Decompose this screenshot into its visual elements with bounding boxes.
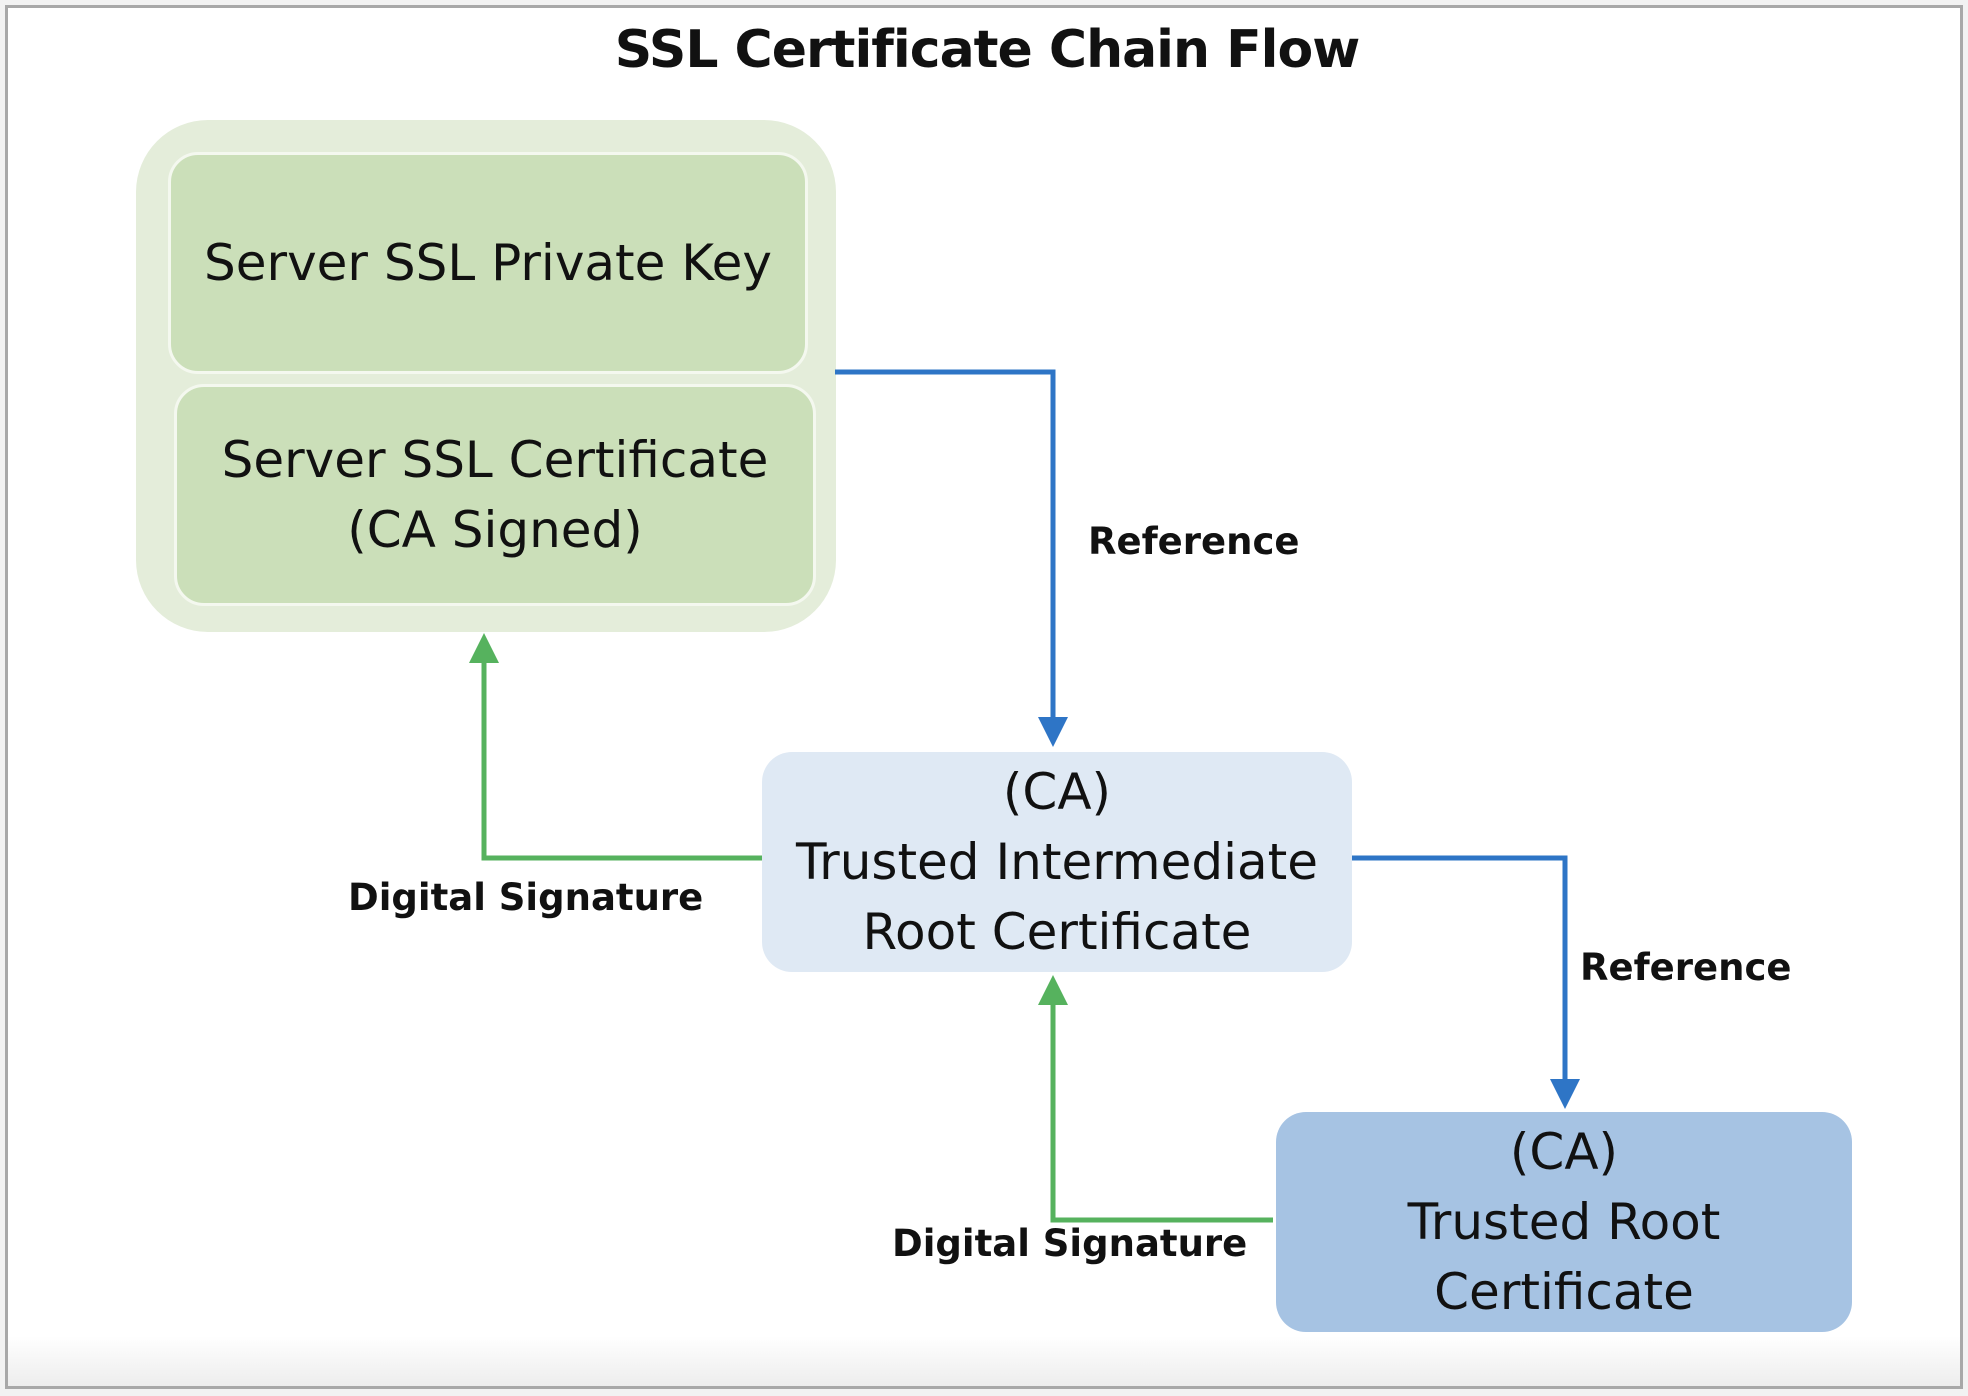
- intermediate-label-line3: Root Certificate: [862, 903, 1252, 961]
- intermediate-label-line2: Trusted Intermediate: [795, 833, 1319, 891]
- root-label-line1: (CA): [1509, 1123, 1619, 1181]
- root-label-line3: Certificate: [1434, 1263, 1694, 1321]
- reference-arrow-intermediate-to-root: [1352, 855, 1580, 1109]
- diagram-title: SSL Certificate Chain Flow: [614, 20, 1360, 80]
- signature-arrow-intermediate-to-server: [469, 633, 762, 861]
- signature-arrow-root-to-intermediate: [1038, 975, 1273, 1223]
- server-private-key-label: Server SSL Private Key: [204, 234, 772, 292]
- connectors: [469, 369, 1580, 1223]
- digital-signature-label-2: Digital Signature: [892, 1222, 1248, 1265]
- reference-label-1: Reference: [1088, 520, 1300, 563]
- bottom-shade: [8, 1336, 1960, 1386]
- intermediate-label-line1: (CA): [1002, 763, 1112, 821]
- server-certificate-node: Server SSL Certificate (CA Signed): [174, 384, 816, 606]
- server-private-key-node: Server SSL Private Key: [168, 152, 808, 374]
- diagram-frame: SSL Certificate Chain Flow Server SSL Pr…: [5, 5, 1963, 1389]
- root-certificate-node: (CA) Trusted Root Certificate: [1276, 1112, 1852, 1332]
- reference-label-2: Reference: [1580, 946, 1792, 989]
- digital-signature-label-1: Digital Signature: [348, 876, 704, 919]
- server-certificate-label-line2: (CA Signed): [347, 501, 643, 559]
- intermediate-certificate-node: (CA) Trusted Intermediate Root Certifica…: [762, 752, 1352, 972]
- root-label-line2: Trusted Root: [1407, 1193, 1721, 1251]
- server-certificate-label-line1: Server SSL Certificate: [221, 431, 769, 489]
- reference-arrow-server-to-intermediate: [835, 369, 1068, 747]
